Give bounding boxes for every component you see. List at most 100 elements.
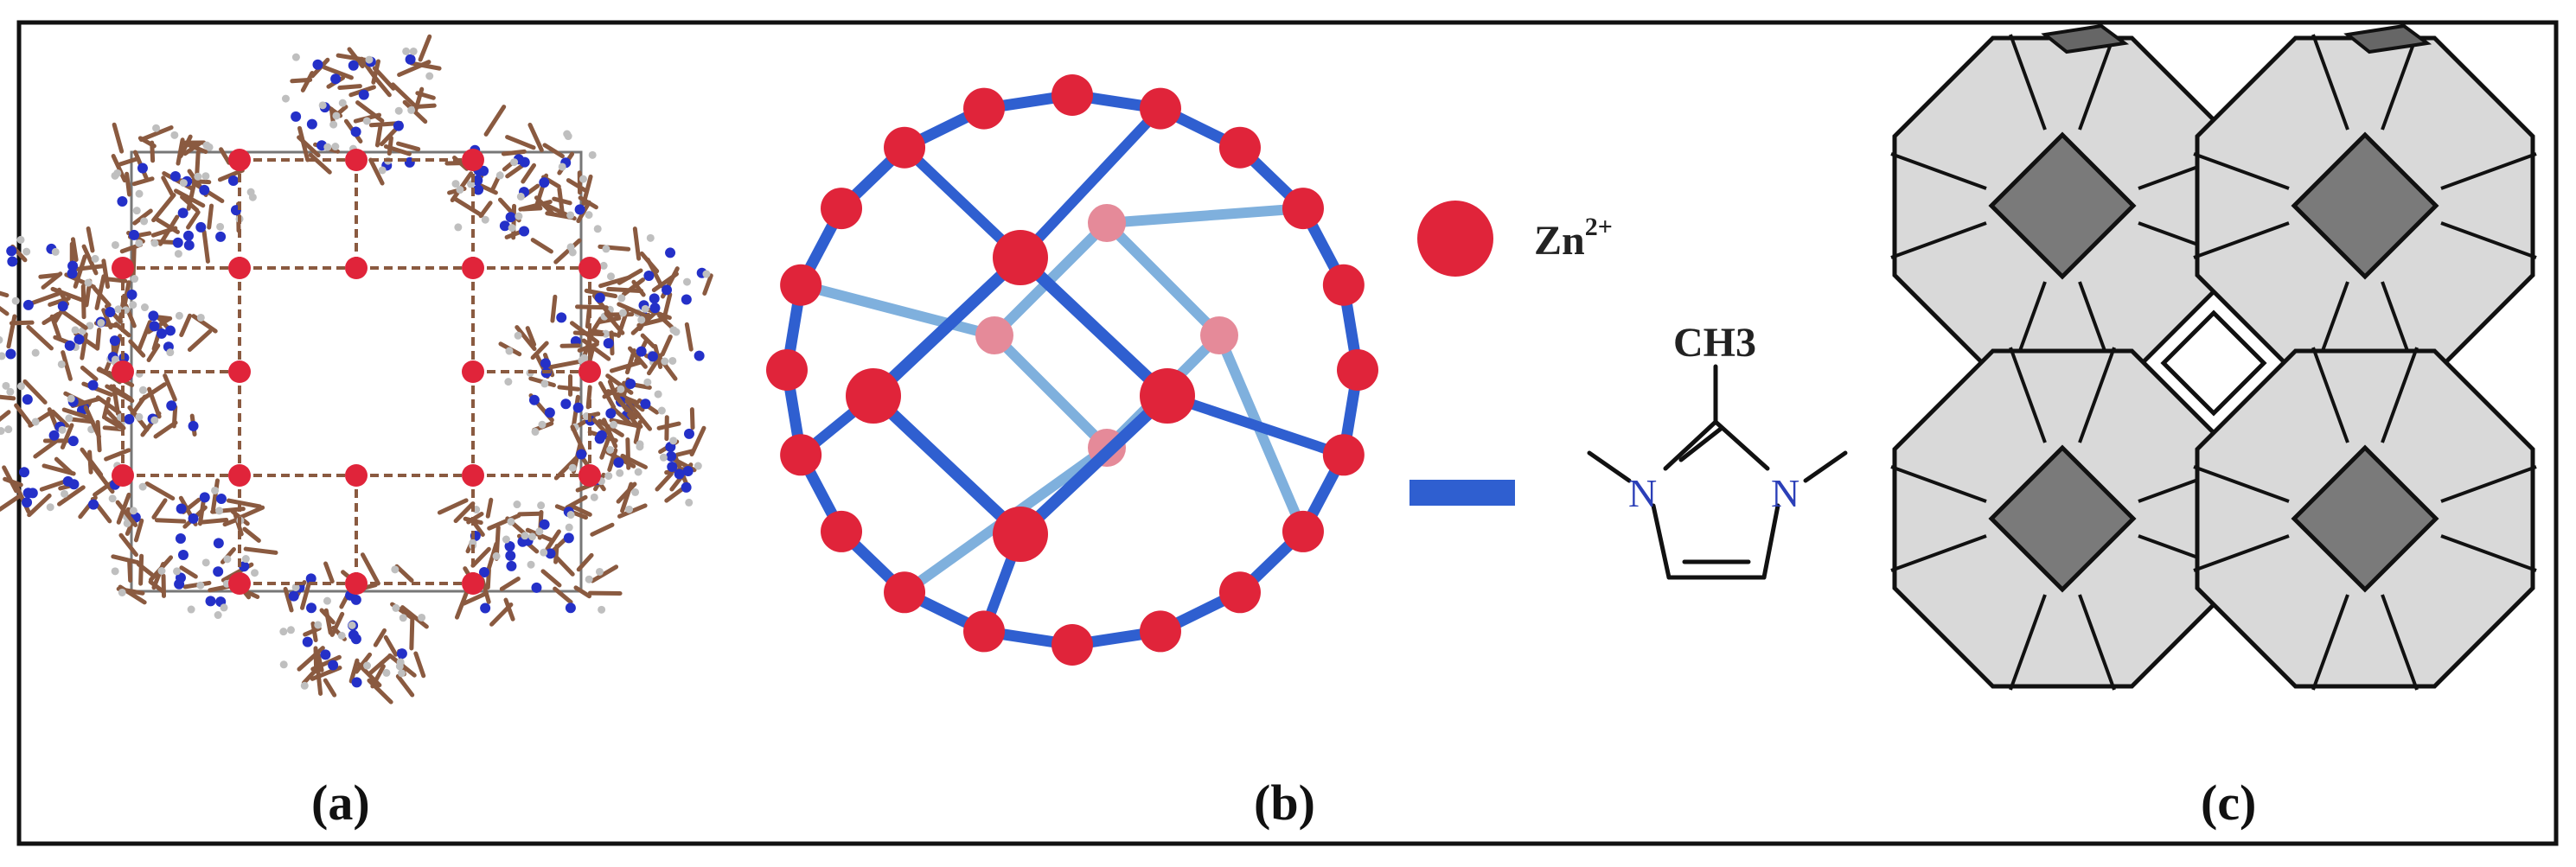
hydrogen-atom [223,555,232,564]
bond [319,608,336,625]
bond [570,424,587,456]
zn-atom [112,257,134,279]
svg-text:Zn2+: Zn2+ [1534,213,1613,264]
nitrogen-atom [215,494,227,505]
nitrogen-atom [175,572,186,583]
zn-atom [112,464,134,487]
cage-edge [2009,594,2047,691]
hydrogen-atom [507,517,515,526]
bond [624,398,642,418]
hydrogen-atom [175,311,183,320]
hydrogen-atom [685,498,694,507]
bond [530,238,553,254]
bond [0,493,22,512]
cage-edge [2440,465,2537,503]
cage-edge [2078,347,2116,443]
nitrogen-atom [312,59,323,70]
molecule-network [0,34,713,704]
nitrogen-atom [129,229,140,240]
hydrogen-atom [337,631,346,640]
hydrogen-atom [399,614,407,622]
bond [565,494,588,510]
zn-atom [578,464,601,487]
bond [337,84,362,90]
nitrogen-atom [596,430,607,441]
hydrogen-atom [585,211,593,220]
bond [186,210,201,230]
zn-atom [228,149,251,171]
nitrogen-atom [649,303,661,314]
nitrogen-atom [320,649,331,660]
bond [461,592,487,606]
bond [453,501,476,524]
methylimidazole-structure [1587,364,1848,580]
hydrogen-atom [241,555,250,564]
hydrogen-atom [683,277,692,286]
bond [517,511,542,517]
cage-edge [2193,465,2290,503]
cage-edge [2078,594,2116,691]
bond [131,176,155,187]
hydrogen-atom [598,605,606,614]
nitrogen-atom [199,184,210,195]
bond [161,175,176,199]
bond [684,322,694,352]
nitrogen-left-label: N [1628,471,1657,515]
hydrogen-atom [540,548,548,557]
bond [301,662,323,685]
hydrogen-atom [669,437,678,445]
nitrogen-atom [528,394,540,405]
bond [297,135,321,158]
zn-cage [766,74,1378,666]
hydrogen-atom [246,188,255,196]
square-face [2291,131,2439,280]
zn-node [963,610,1006,653]
bond [617,302,650,319]
bond [581,174,593,207]
bond [553,238,582,265]
hydrogen-atom [300,681,309,690]
bond [297,646,325,672]
bond [348,658,360,684]
bond [437,498,469,515]
hydrogen-atom [694,462,702,470]
hydrogen-atom [111,240,119,249]
panel-label-a: (a) [311,775,370,831]
nitrogen-atom [62,475,74,487]
bond [102,277,128,284]
bond [111,554,140,565]
hydrogen-atom [173,567,182,576]
hydrogen-atom [0,352,6,360]
bond [179,313,192,337]
nitrogen-atom [358,89,369,100]
bond [607,448,618,472]
cage-edge [1890,534,1987,572]
back-linker [990,331,1111,452]
cage-edge [2193,152,2290,190]
bond [413,651,426,679]
hydrogen-atom [97,319,105,328]
cage-edge [2193,534,2290,572]
bond [211,478,220,512]
bond [155,217,180,234]
bond [242,526,261,543]
back-linker [799,279,996,341]
nitrogen-atom [640,398,651,410]
hydrogen-atom [617,294,626,303]
hydrogen-atom [4,425,13,434]
bond [133,518,144,543]
hydrogen-atom [205,143,214,151]
hydrogen-atom [31,418,40,426]
hydrogen-atom [641,304,649,313]
bond [489,602,514,627]
nitrogen-atom [177,549,189,560]
zn-charge: 2+ [1585,213,1613,241]
hydrogen-atom [65,414,74,423]
hydrogen-atom [618,309,627,317]
bond [527,122,544,153]
hydrogen-atom [279,628,288,636]
hydrogen-atom [46,503,54,512]
hydrogen-atom [170,131,179,139]
bond [95,328,102,351]
